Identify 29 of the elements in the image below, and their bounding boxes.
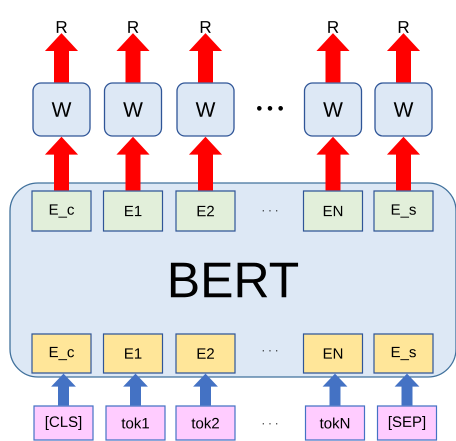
token-box: [SEP] [376,405,438,441]
token-box: tok1 [105,405,166,441]
ellipsis: · · · [262,350,278,352]
embedding-box: E1 [102,190,164,232]
ellipsis: · · · [262,210,278,212]
token-box: tokN [304,405,366,441]
token-box: [CLS] [33,405,94,441]
output-label: R [200,21,211,33]
embedding-box: E2 [175,333,236,374]
weight-box: W [32,82,91,137]
weight-box: W [374,82,433,137]
embedding-box: E_c [31,190,92,232]
ellipsis: • • • [257,106,283,111]
embedding-box: E_s [373,190,434,232]
embedding-box: E_s [373,333,434,374]
embedding-box: EN [302,333,364,374]
output-label: R [328,21,338,33]
embedding-box: E_c [31,333,92,374]
embedding-box: EN [302,190,364,232]
token-box: tok2 [175,405,236,441]
output-label: R [56,21,67,33]
embedding-box: E1 [102,333,164,374]
weight-box: W [304,82,362,137]
ellipsis: · · · [262,423,278,424]
embedding-box: E2 [175,190,236,232]
weight-box: W [176,82,235,137]
output-label: R [398,21,409,33]
output-label: R [128,21,138,33]
weight-box: W [104,82,162,137]
